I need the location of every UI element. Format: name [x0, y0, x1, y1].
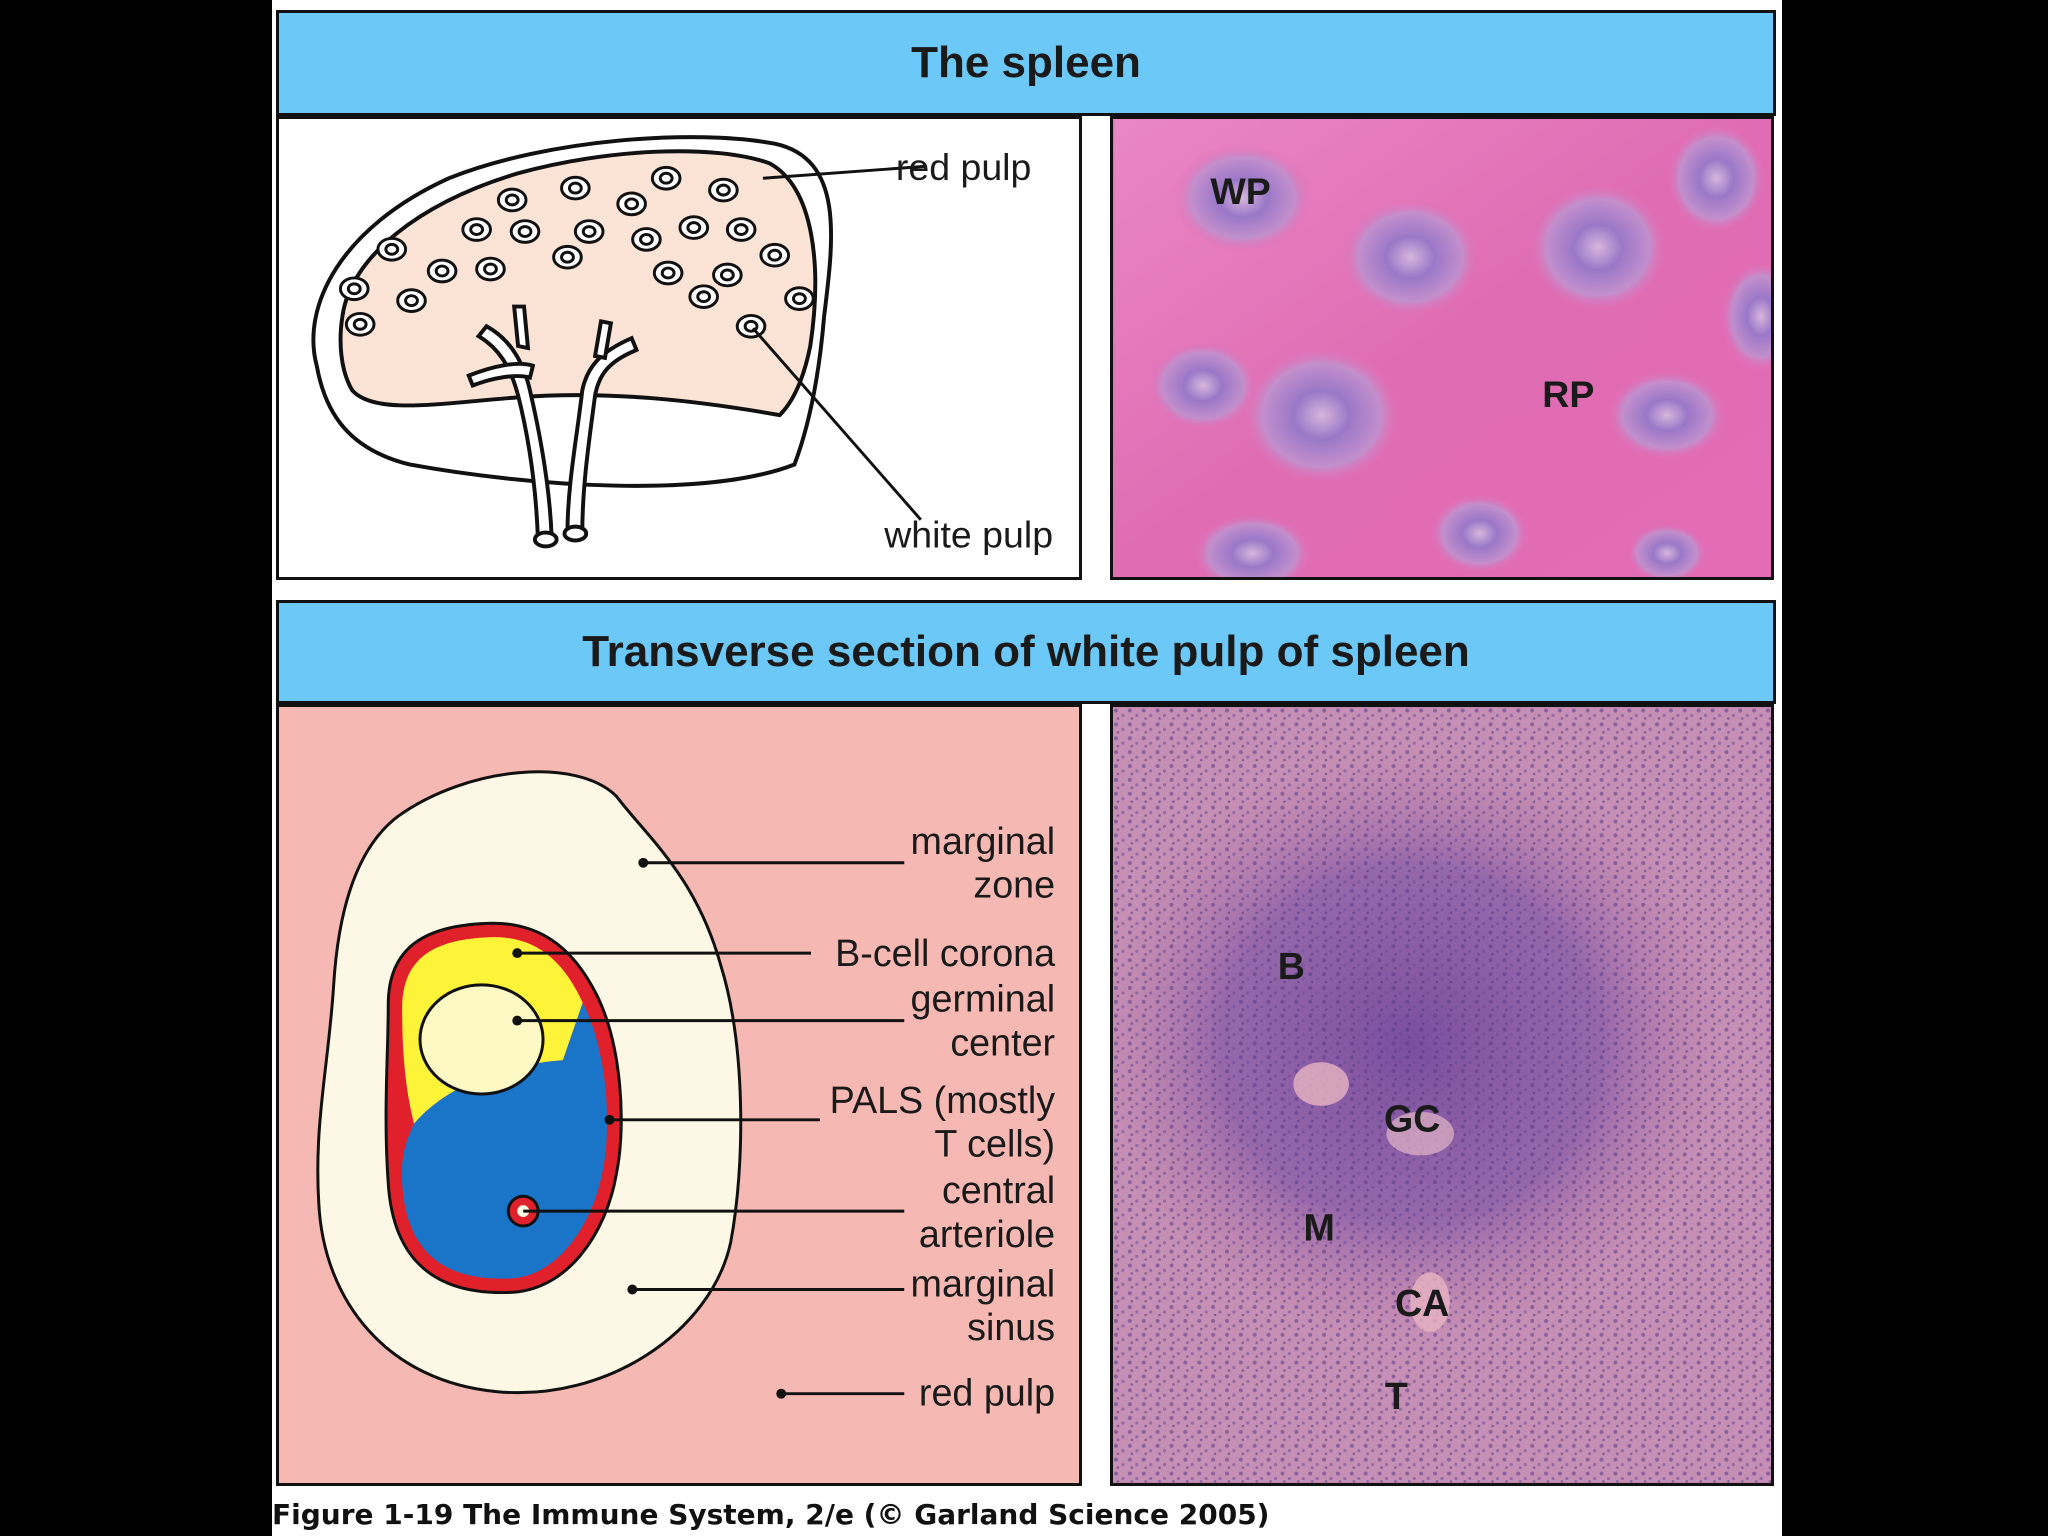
nodule: [340, 278, 368, 300]
nodule: [477, 258, 505, 280]
nodule: [680, 217, 708, 239]
white-pulp-diagram-panel: marginal zone B-cell corona germinal cen…: [276, 704, 1082, 1486]
marginal-zone-label-2: zone: [973, 864, 1055, 906]
b-cell-corona-label: B-cell corona: [835, 932, 1055, 974]
nodule: [463, 219, 491, 241]
figure-page: The spleen: [272, 0, 1782, 1536]
nodule: [575, 221, 603, 243]
t-label: T: [1385, 1375, 1408, 1417]
pals-label-1: PALS (mostly: [830, 1079, 1056, 1121]
nodule: [498, 189, 526, 211]
pals-label-2: T cells): [934, 1123, 1055, 1165]
nodule: [633, 229, 661, 251]
wp-label: WP: [1210, 170, 1270, 212]
red-pulp-label: red pulp: [896, 146, 1032, 188]
nodule: [690, 286, 718, 308]
spleen-diagram-panel: red pulp white pulp: [276, 116, 1082, 580]
white-pulp-header: Transverse section of white pulp of sple…: [276, 600, 1776, 704]
marginal-sinus-label-1: marginal: [911, 1262, 1056, 1304]
nodule: [378, 238, 406, 260]
germinal-center-label-1: germinal: [911, 978, 1056, 1020]
white-pulp-label: white pulp: [883, 513, 1053, 555]
nodule: [618, 193, 646, 215]
red-pulp-label: red pulp: [919, 1372, 1055, 1414]
white-pulp-diagram-labels: marginal zone B-cell corona germinal cen…: [830, 820, 1056, 1414]
nodule: [511, 221, 539, 243]
white-pulp-micrograph: B GC M CA T: [1113, 707, 1771, 1483]
spleen-title: The spleen: [911, 38, 1141, 88]
spleen-micrograph: WP RP: [1113, 119, 1771, 577]
m-label: M: [1303, 1207, 1334, 1249]
nodule: [714, 264, 742, 286]
germinal-center-label-2: center: [950, 1021, 1055, 1063]
b-label: B: [1278, 945, 1305, 987]
white-pulp-micrograph-panel: B GC M CA T: [1110, 704, 1774, 1486]
nodule: [786, 288, 814, 310]
nodule: [727, 219, 755, 241]
white-pulp-title: Transverse section of white pulp of sple…: [582, 627, 1470, 677]
germinal-center: [420, 985, 543, 1094]
nodule: [554, 246, 582, 268]
nodule: [428, 260, 456, 282]
white-pulp-diagram: marginal zone B-cell corona germinal cen…: [279, 707, 1079, 1483]
nodule: [562, 177, 590, 199]
nodule: [654, 262, 682, 284]
nodule: [346, 313, 374, 335]
nodule: [710, 179, 738, 201]
central-arteriole-label-1: central: [942, 1169, 1055, 1211]
spleen-header: The spleen: [276, 10, 1776, 116]
marginal-sinus-label-2: sinus: [967, 1306, 1055, 1348]
ca-label: CA: [1395, 1282, 1449, 1324]
nodule: [737, 315, 765, 337]
nodule: [761, 244, 789, 266]
nodule: [652, 167, 680, 189]
spleen-diagram: red pulp white pulp: [279, 119, 1079, 577]
gc-label: GC: [1384, 1098, 1440, 1140]
rp-label: RP: [1542, 373, 1594, 415]
figure-caption: Figure 1-19 The Immune System, 2/e (© Ga…: [272, 1498, 1269, 1531]
marginal-zone-label-1: marginal: [911, 820, 1056, 862]
spleen-micrograph-panel: WP RP: [1110, 116, 1774, 580]
central-arteriole-label-2: arteriole: [919, 1213, 1055, 1255]
vessel-section: [1293, 1062, 1348, 1106]
nodule: [398, 290, 426, 312]
cell-texture: [1113, 708, 1771, 1483]
